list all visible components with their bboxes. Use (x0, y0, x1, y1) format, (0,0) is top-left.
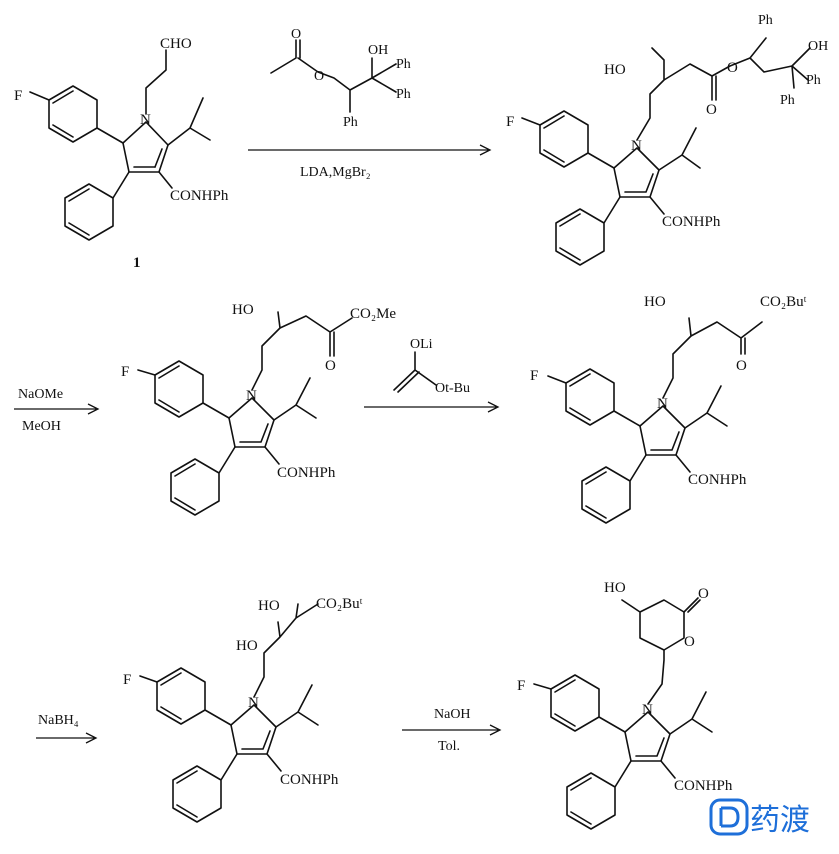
ph-a-label: Ph (758, 13, 773, 28)
ph-c-label: Ph (343, 115, 358, 130)
ester-o-label: O (727, 60, 738, 76)
ester-o-label: O (314, 69, 324, 84)
fluoro-label: F (517, 678, 525, 694)
oh-label: OH (808, 39, 828, 54)
carbonyl-o-label: O (291, 27, 301, 42)
fluoro-label: F (123, 672, 131, 688)
hydroxyl-mid-label: HO (236, 638, 258, 654)
step4-reagent: NaBH₄ (38, 713, 79, 728)
step-2: NaOMe MeOH (14, 387, 100, 434)
fluoro-label: F (530, 368, 538, 384)
lactone-carbonyl-o-label: O (698, 586, 709, 602)
step2-solvent: MeOH (22, 419, 61, 434)
nitrogen-label: N (657, 396, 668, 412)
ester-label: CO₂Buᵗ (316, 596, 363, 612)
ph-b-label: Ph (806, 73, 821, 88)
product-5: HO O O N F CONHPh (517, 580, 733, 830)
step5-reagent: NaOH (434, 707, 471, 722)
amide-label: CONHPh (688, 472, 747, 488)
nitrogen-label: N (631, 138, 642, 154)
keto-o-label: O (736, 358, 747, 374)
fluoro-label: F (121, 364, 129, 380)
step2-reagent: NaOMe (18, 387, 63, 402)
watermark-text: 药渡 (750, 803, 810, 838)
chiral-acetate-reagent (270, 39, 397, 113)
hydroxyl-top-label: HO (258, 598, 280, 614)
step-1: O O OH Ph Ph Ph LDA,MgBr₂ (248, 27, 492, 180)
ester-label: CO₂Buᵗ (760, 294, 807, 310)
amide-label: CONHPh (280, 772, 339, 788)
watermark-logo-icon (709, 798, 749, 836)
nitrogen-label: N (140, 112, 151, 128)
amide-label: CONHPh (277, 465, 336, 481)
oh-label: OH (368, 43, 388, 58)
product-2: HO CO₂Me O N F CONHPh (121, 302, 396, 516)
amide-label: CONHPh (170, 188, 229, 204)
product-3: HO CO₂Buᵗ O N F CONHPh (530, 294, 807, 524)
hydroxyl-label: HO (604, 62, 626, 78)
hydroxyl-label: HO (604, 580, 626, 596)
hydroxyl-label: HO (644, 294, 666, 310)
step5-solvent: Tol. (438, 739, 460, 754)
step-4: NaBH₄ (36, 713, 98, 744)
keto-o-label: O (325, 358, 336, 374)
nitrogen-label: N (248, 695, 259, 711)
ph-b-label: Ph (396, 87, 411, 102)
ester-label: CO₂Me (350, 306, 396, 322)
nitrogen-label: N (246, 388, 257, 404)
nitrogen-label: N (642, 702, 653, 718)
amide-label: CONHPh (674, 778, 733, 794)
reagent-otbu-label: Ot-Bu (435, 381, 470, 396)
amide-label: CONHPh (662, 214, 721, 230)
ph-a-label: Ph (396, 57, 411, 72)
watermark: 药渡 (709, 798, 810, 838)
product-4: HO CO₂Buᵗ HO N F CONHPh (123, 596, 363, 823)
hydroxyl-label: HO (232, 302, 254, 318)
fluoro-label: F (14, 88, 22, 104)
ph-c-label: Ph (780, 93, 795, 108)
ring-o-label: O (684, 634, 695, 650)
reagent-oli-label: OLi (410, 337, 433, 352)
fluoro-label: F (506, 114, 514, 130)
step1-conditions: LDA,MgBr₂ (300, 165, 371, 180)
compound-1: CHO N F CONHPh 1 (14, 36, 229, 271)
cho-label: CHO (160, 36, 192, 52)
step-3: OLi Ot-Bu (364, 337, 500, 413)
carbonyl-o-label: O (706, 102, 717, 118)
product-1: HO O O Ph OH Ph Ph N F CONHPh (506, 13, 828, 266)
step-5: NaOH Tol. (402, 707, 502, 754)
compound-number: 1 (133, 255, 141, 271)
